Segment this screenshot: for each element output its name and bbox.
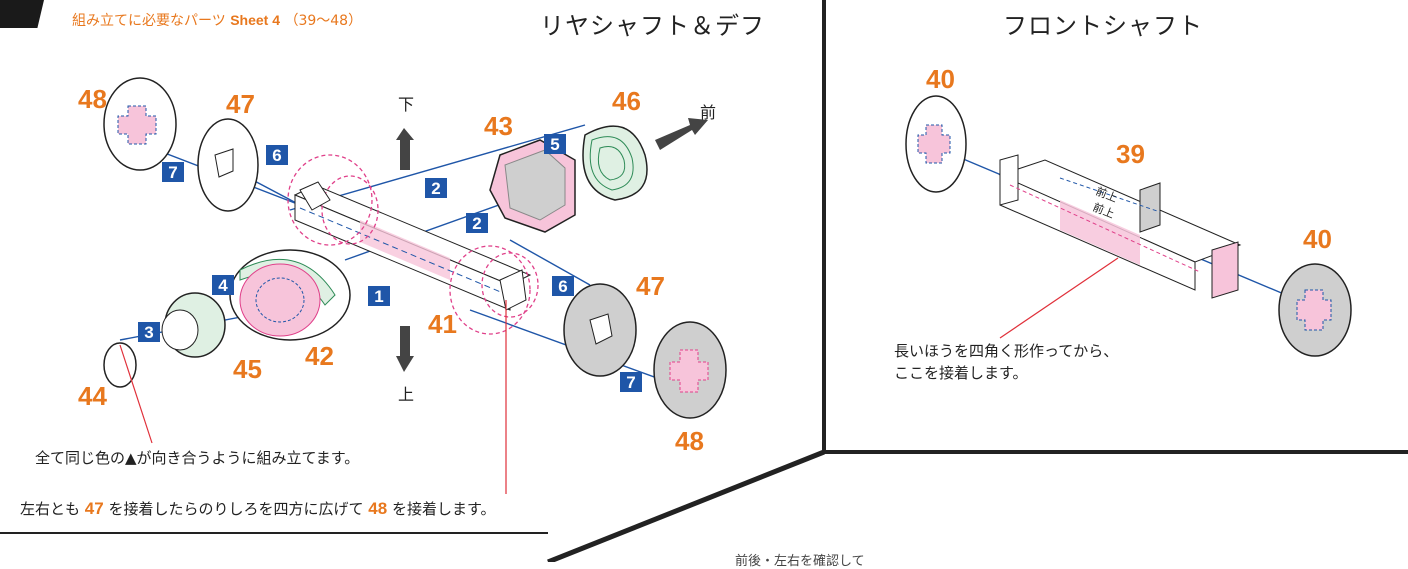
note-glue-num1: 47 (84, 499, 104, 518)
part-number-40-top: 40 (926, 64, 955, 94)
direction-front-label: 前 (700, 104, 716, 122)
required-parts-header: 組み立てに必要なパーツ Sheet 4 （39〜48） (72, 10, 362, 30)
note-glue-mid: を接着したらのりしろを四方に広げて (108, 500, 364, 518)
part-45 (161, 292, 226, 358)
part-number-48-bottom: 48 (675, 426, 704, 456)
part-number-44: 44 (78, 381, 107, 411)
part-range-label: （39〜48） (284, 13, 363, 29)
part-number-43: 43 (484, 111, 513, 141)
panel-divider-diagonal (547, 449, 825, 562)
step-2a: 2 (431, 179, 440, 198)
note-front-line2: ここを接着します。 (894, 364, 1028, 382)
part-number-40-bottom: 40 (1303, 224, 1332, 254)
direction-down-label: 下 (398, 97, 414, 114)
part-46 (582, 125, 648, 201)
part-number-42: 42 (305, 341, 334, 371)
part-44 (103, 342, 137, 388)
part-48-bottom (653, 321, 727, 419)
leader-line-note1 (119, 344, 153, 444)
front-panel-title: フロントシャフト (1003, 12, 1203, 40)
down-arrow (396, 128, 414, 170)
part-48-top (103, 77, 177, 171)
direction-up-label: 上 (398, 386, 414, 404)
part-42 (229, 249, 351, 341)
note-glue-prefix: 左右とも (20, 500, 81, 518)
note-glue-num2: 48 (368, 499, 388, 518)
step-7a: 7 (168, 163, 177, 182)
up-arrow (396, 326, 414, 372)
step-number-badge (0, 0, 44, 28)
step-7b: 7 (626, 373, 635, 392)
part-41-shaft (293, 184, 532, 311)
part-43 (489, 139, 576, 233)
note-front-shaft: 長いほうを四角く形作ってから、 ここを接着します。 (894, 340, 1118, 384)
front-arrow (655, 118, 708, 150)
part-number-45: 45 (233, 354, 262, 384)
part-47-bottom (563, 283, 637, 377)
required-parts-label: 組み立てに必要なパーツ (72, 13, 226, 29)
part-number-41: 41 (428, 309, 457, 339)
part-40-top (905, 95, 967, 193)
step-1: 1 (374, 287, 383, 306)
note-same-color: 全て同じ色の▲が向き合うように組み立てます。 (35, 449, 360, 467)
part-47-top (197, 118, 259, 212)
step-2b: 2 (472, 214, 481, 233)
part-number-47-bottom: 47 (636, 271, 665, 301)
front-leader-line (999, 257, 1119, 339)
rear-panel-title: リヤシャフト＆デフ (540, 12, 765, 40)
part-number-47-top: 47 (226, 89, 255, 119)
part-40-bottom (1278, 263, 1352, 357)
note-glue-suffix: を接着します。 (392, 500, 496, 518)
note-front-line1: 長いほうを四角く形作ってから、 (894, 342, 1119, 360)
glue-area-circles (287, 154, 539, 335)
step-3: 3 (144, 323, 153, 342)
part-number-46: 46 (612, 86, 641, 116)
part-39-shaft (998, 154, 1242, 299)
part-number-48-top: 48 (78, 84, 107, 114)
part-number-39: 39 (1116, 139, 1145, 169)
step-4: 4 (218, 276, 228, 295)
sheet-label: Sheet 4 (230, 12, 280, 28)
step-6b: 6 (558, 277, 567, 296)
note-glue-instructions: 左右とも 47 を接着したらのりしろを四方に広げて 48 を接着します。 (20, 498, 496, 519)
step-badges (138, 134, 642, 392)
note-bottom-cut: 前後・左右を確認して (735, 554, 865, 569)
step-5: 5 (550, 135, 559, 154)
step-6a: 6 (272, 146, 281, 165)
